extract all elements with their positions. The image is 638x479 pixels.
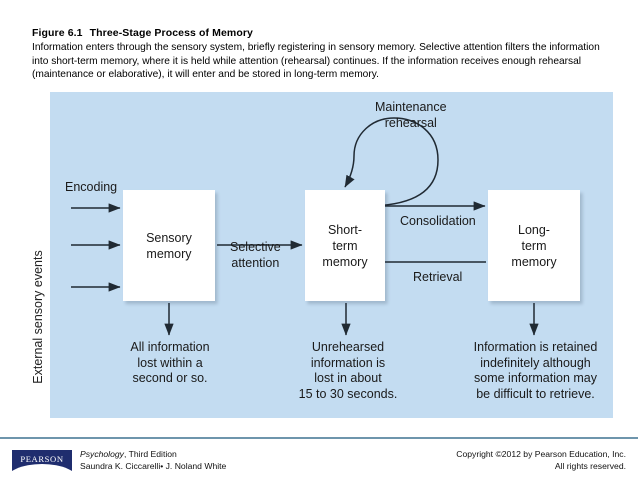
box-sensory-memory-label: Sensory memory [146, 230, 192, 261]
label-encoding: Encoding [65, 180, 118, 194]
diagram-panel: External sensory events Sensory memory S… [31, 92, 613, 418]
copyright-line-2: All rights reserved. [554, 460, 626, 471]
book-authors: Saundra K. Ciccarelli• J. Noland White [80, 460, 227, 471]
copyright-line-1: Copyright ©2012 by Pearson Education, In… [456, 449, 626, 459]
caption-body: Information enters through the sensory s… [32, 42, 600, 81]
note-sensory-memory: All information lost within a second or … [130, 340, 210, 385]
note-long-term-memory: Information is retained indefinitely alt… [473, 340, 598, 401]
figure-title: Three-Stage Process of Memory [89, 27, 253, 39]
book-info: Psychology, Third Edition Saundra K. Cic… [80, 449, 226, 472]
page-footer: PEARSON Psychology, Third Edition Saundr… [0, 443, 638, 479]
box-short-term-memory: Short- term memory [305, 190, 385, 301]
pearson-logo: PEARSON [12, 450, 72, 472]
label-retrieval: Retrieval [413, 270, 463, 284]
copyright-notice: Copyright ©2012 by Pearson Education, In… [456, 449, 626, 472]
book-title: Psychology [80, 449, 124, 459]
book-edition: , Third Edition [123, 449, 177, 459]
box-short-term-memory-label: Short- term memory [322, 222, 368, 269]
label-consolidation: Consolidation [400, 214, 476, 228]
footer-divider [0, 437, 638, 439]
caption-title-line: Figure 6.1 Three-Stage Process of Memory [32, 26, 610, 40]
label-selective-attention: Selective attention [230, 240, 281, 270]
figure-number: Figure 6.1 [32, 27, 83, 39]
axis-label-external-sensory-events: External sensory events [31, 250, 45, 384]
book-title-line: Psychology, Third Edition [80, 449, 226, 461]
box-long-term-memory-label: Long- term memory [511, 222, 557, 269]
pearson-logo-swoosh [12, 464, 72, 472]
box-long-term-memory: Long- term memory [488, 190, 580, 301]
note-short-term-memory: Unrehearsed information is lost in about… [298, 340, 398, 401]
box-sensory-memory: Sensory memory [123, 190, 215, 301]
label-maintenance-rehearsal: Maintenance rehearsal [375, 100, 447, 130]
diagram-arrows [71, 117, 539, 336]
pearson-logo-text: PEARSON [20, 454, 64, 464]
